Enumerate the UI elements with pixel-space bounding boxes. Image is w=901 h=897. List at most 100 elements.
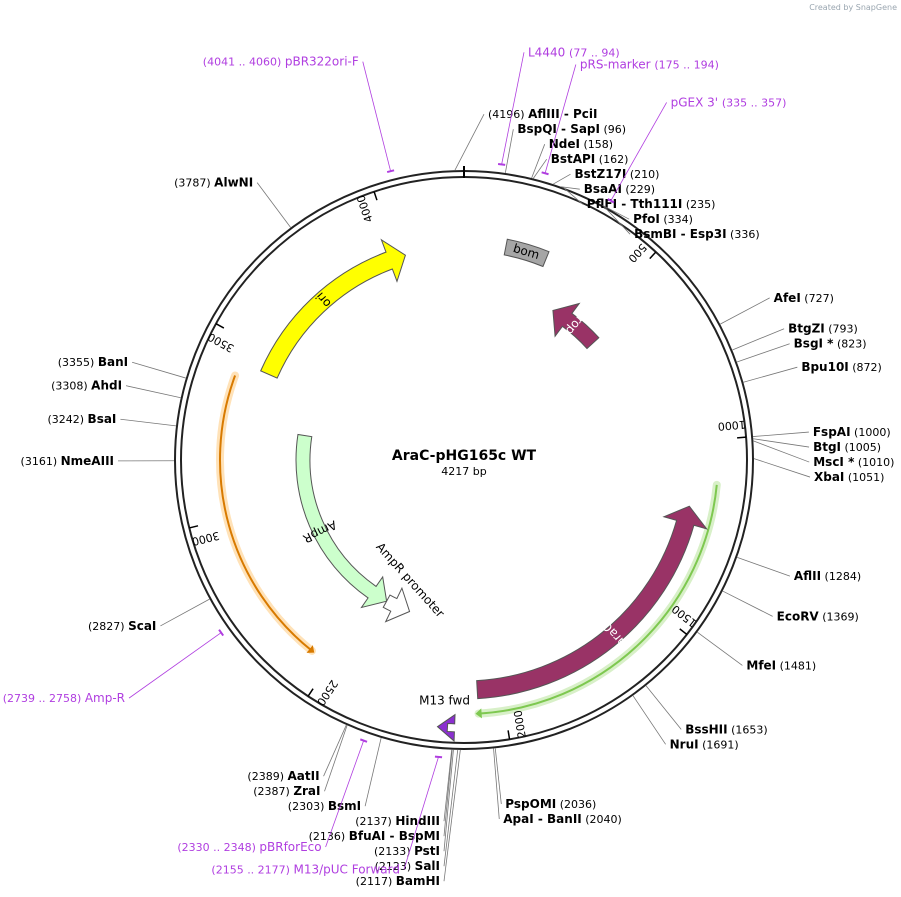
restriction-site-bpu10i[interactable]: Bpu10I (872) bbox=[743, 360, 882, 383]
site-enzyme-name: NmeAIII bbox=[61, 454, 114, 468]
site-leader-line bbox=[443, 749, 453, 822]
feature-m13-fwd[interactable] bbox=[436, 713, 456, 743]
site-position: (727) bbox=[801, 292, 834, 305]
primer-prs-marker[interactable]: pRS-marker (175 .. 194) bbox=[541, 58, 719, 176]
site-leader-line bbox=[125, 385, 181, 399]
restriction-site-aatii[interactable]: (2389) AatII bbox=[247, 724, 347, 783]
primer-label: pGEX 3' (335 .. 357) bbox=[671, 95, 787, 109]
restriction-site-bsmbi[interactable]: BsmBI - Esp3I (336) bbox=[602, 205, 760, 242]
site-enzyme-name: BssHII bbox=[685, 722, 727, 736]
restriction-site-pspomi[interactable]: PspOMI (2036) bbox=[494, 748, 596, 811]
restriction-site-afliii[interactable]: (4196) AflIII - PciI bbox=[454, 107, 598, 171]
feature-ampr-promoter[interactable] bbox=[382, 586, 411, 623]
restriction-site-bsai[interactable]: (3242) BsaI bbox=[47, 412, 177, 426]
feature-arac[interactable] bbox=[476, 505, 708, 700]
primer-pbrforeco[interactable]: (2330 .. 2348) pBRforEco bbox=[177, 738, 368, 854]
site-position: (3355) bbox=[58, 356, 98, 369]
site-position: (3787) bbox=[174, 177, 214, 190]
site-leader-line bbox=[602, 205, 631, 235]
site-leader-line bbox=[532, 158, 548, 179]
restriction-site-msci[interactable]: MscI * (1010) bbox=[753, 440, 894, 469]
restriction-site-bsshii[interactable]: BssHII (1653) bbox=[645, 685, 768, 737]
site-label: PspOMI (2036) bbox=[505, 797, 596, 811]
restriction-site-bsaai[interactable]: BsaAI (229) bbox=[560, 182, 655, 196]
restriction-site-bsmi[interactable]: (2303) BsmI bbox=[288, 737, 382, 813]
primer-name: pGEX 3' bbox=[671, 95, 722, 109]
restriction-site-bstz17i[interactable]: BstZ17I (210) bbox=[553, 167, 659, 185]
restriction-site-nmeaiii[interactable]: (3161) NmeAIII bbox=[21, 454, 175, 468]
restriction-site-ahdi[interactable]: (3308) AhdI bbox=[51, 379, 181, 399]
site-position: (2387) bbox=[253, 785, 293, 798]
primer-pbr322ori-f[interactable]: (4041 .. 4060) pBR322ori-F bbox=[203, 55, 395, 174]
restriction-site-btgi[interactable]: BtgI (1005) bbox=[753, 438, 881, 454]
site-leader-line bbox=[131, 361, 186, 379]
site-enzyme-name: FspAI bbox=[813, 425, 851, 439]
primer-leader-line bbox=[544, 64, 577, 174]
plasmid-backbone bbox=[174, 166, 754, 750]
site-leader-line bbox=[632, 695, 666, 745]
restriction-site-bfuai[interactable]: (2136) BfuAI - BspMI bbox=[309, 749, 453, 843]
primer-l4440[interactable]: L4440 (77 .. 94) bbox=[497, 45, 620, 166]
primer-mark bbox=[386, 169, 395, 174]
site-label: (4196) AflIII - PciI bbox=[488, 107, 597, 121]
feature-ori[interactable] bbox=[260, 238, 407, 379]
site-enzyme-name: AatII bbox=[288, 769, 320, 783]
restriction-site-zrai[interactable]: (2387) ZraI bbox=[253, 725, 348, 798]
restriction-site-sali[interactable]: (2123) SalI bbox=[375, 749, 459, 873]
primer-range: (335 .. 357) bbox=[722, 96, 787, 109]
primer-name: pBRforEco bbox=[259, 840, 321, 854]
restriction-site-apai[interactable]: ApaI - BanII (2040) bbox=[493, 748, 622, 826]
restriction-site-btgzi[interactable]: BtgZI (793) bbox=[732, 322, 858, 351]
primer-pgex-3[interactable]: pGEX 3' (335 .. 357) bbox=[607, 95, 787, 204]
restriction-site-pflfi[interactable]: PflFI - Tth111I (235) bbox=[563, 187, 716, 212]
site-enzyme-name: BsaI bbox=[88, 412, 117, 426]
restriction-site-nrui[interactable]: NruI (1691) bbox=[632, 695, 739, 752]
site-label: XbaI (1051) bbox=[814, 470, 884, 484]
feature-bom[interactable] bbox=[503, 238, 550, 268]
restriction-site-psti[interactable]: (2133) PstI bbox=[374, 749, 454, 858]
restriction-site-hindiii[interactable]: (2137) HindIII bbox=[355, 749, 453, 828]
site-enzyme-name: HindIII bbox=[395, 814, 440, 828]
site-enzyme-name: BsmBI bbox=[634, 227, 676, 241]
site-label: ApaI - BanII (2040) bbox=[503, 812, 622, 826]
primer-mark bbox=[434, 755, 443, 759]
site-label: PflFI - Tth111I (235) bbox=[587, 197, 716, 211]
primer-m13-puc-forward[interactable]: (2155 .. 2177) M13/pUC Forward bbox=[211, 755, 443, 877]
restriction-site-scai[interactable]: (2827) ScaI bbox=[88, 598, 210, 633]
site-label: (2117) BamHI bbox=[356, 874, 440, 888]
restriction-site-bamhi[interactable]: (2117) BamHI bbox=[356, 749, 461, 888]
site-enzyme-name: EcoRV bbox=[777, 609, 820, 623]
site-position: (793) bbox=[825, 323, 858, 336]
restriction-site-alwni[interactable]: (3787) AlwNI bbox=[174, 176, 291, 228]
restriction-site-afei[interactable]: AfeI (727) bbox=[720, 291, 834, 325]
restriction-site-aflii[interactable]: AflII (1284) bbox=[737, 556, 861, 583]
feature-label-m13-fwd: M13 fwd bbox=[419, 694, 470, 708]
site-label: BsmBI - Esp3I (336) bbox=[634, 227, 760, 241]
primer-leader-line bbox=[610, 102, 667, 201]
site-enzyme-name: MscI * bbox=[813, 455, 855, 469]
primer-mark bbox=[497, 162, 506, 166]
site-enzyme-name: BsaAI bbox=[584, 182, 622, 196]
site-leader-line bbox=[743, 366, 798, 383]
feature-rop[interactable] bbox=[552, 302, 600, 350]
restriction-site-fspai[interactable]: FspAI (1000) bbox=[753, 425, 891, 439]
restriction-site-pfoi[interactable]: PfoI (334) bbox=[602, 204, 693, 226]
restriction-site-bspqi[interactable]: BspQI - SapI (96) bbox=[504, 122, 626, 174]
restriction-site-bani[interactable]: (3355) BanI bbox=[58, 355, 186, 379]
tick-mark bbox=[649, 251, 657, 260]
primer-mark bbox=[607, 198, 615, 204]
restriction-site-ndei[interactable]: NdeI (158) bbox=[531, 137, 613, 179]
restriction-site-bstapi[interactable]: BstAPI (162) bbox=[532, 152, 628, 179]
restriction-site-mfei[interactable]: MfeI (1481) bbox=[697, 631, 816, 672]
restriction-site-ecorv[interactable]: EcoRV (1369) bbox=[722, 590, 859, 623]
site-position: (2123) bbox=[375, 860, 415, 873]
site-leader-line bbox=[454, 113, 485, 171]
primer-amp-r[interactable]: (2739 .. 2758) Amp-R bbox=[3, 629, 225, 705]
site-position: (872) bbox=[849, 361, 882, 374]
restriction-site-xbai[interactable]: XbaI (1051) bbox=[753, 458, 884, 484]
restriction-site-bsgi[interactable]: BsgI * (823) bbox=[736, 337, 867, 363]
feature-ampr[interactable] bbox=[295, 433, 388, 609]
primer-layer: L4440 (77 .. 94)pRS-marker (175 .. 194)p… bbox=[3, 45, 787, 876]
site-position: (3242) bbox=[47, 413, 87, 426]
site-leader-line bbox=[732, 328, 785, 351]
